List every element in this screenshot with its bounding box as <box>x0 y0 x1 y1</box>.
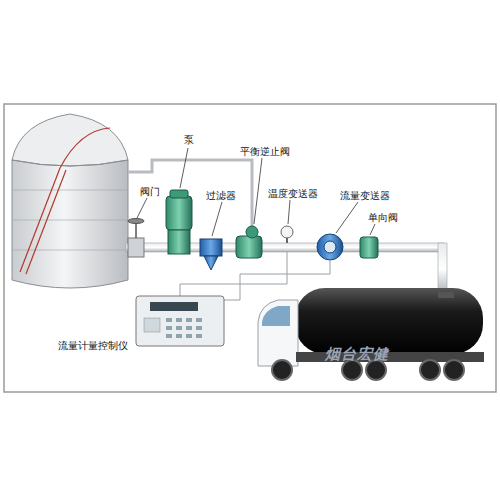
watermark: 烟台宏健 <box>325 345 389 363</box>
part-label: 阀门 <box>140 186 160 198</box>
part-label: 平衡逆止阀 <box>240 146 290 158</box>
part-label: 泵 <box>184 134 194 146</box>
part-label: 过滤器 <box>206 190 236 202</box>
part-label: 单向阀 <box>368 212 398 224</box>
part-label: 流量变送器 <box>340 190 390 202</box>
part-label: 流量计量控制仪 <box>58 340 128 352</box>
part-label: 温度变送器 <box>268 188 318 200</box>
